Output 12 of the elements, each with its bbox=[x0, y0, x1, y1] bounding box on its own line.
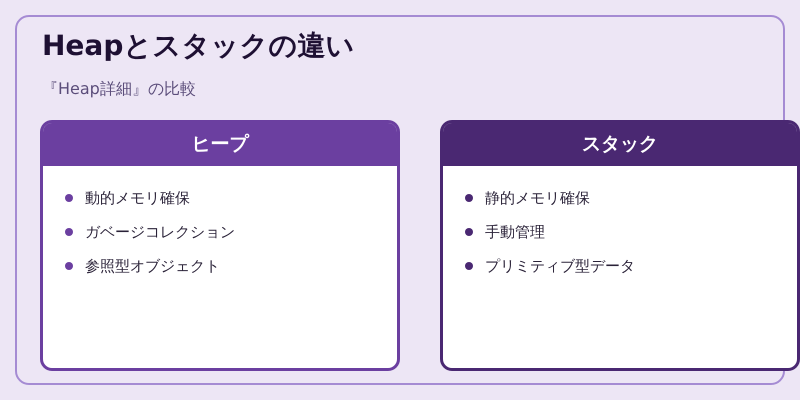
card-panel bbox=[40, 120, 400, 371]
list-item: 手動管理 bbox=[485, 222, 545, 243]
card-header: スタック bbox=[443, 123, 797, 166]
list-item: ガベージコレクション bbox=[85, 222, 235, 243]
list-item: 動的メモリ確保 bbox=[85, 188, 190, 209]
list-item: プリミティブ型データ bbox=[485, 256, 635, 277]
card-header: ヒープ bbox=[43, 123, 397, 166]
title: Heapとスタックの違い bbox=[42, 28, 354, 64]
subtitle: 『Heap詳細』の比較 bbox=[42, 78, 196, 100]
list-item: 参照型オブジェクト bbox=[85, 256, 220, 277]
list-item: 静的メモリ確保 bbox=[485, 188, 590, 209]
card-panel bbox=[440, 120, 800, 371]
